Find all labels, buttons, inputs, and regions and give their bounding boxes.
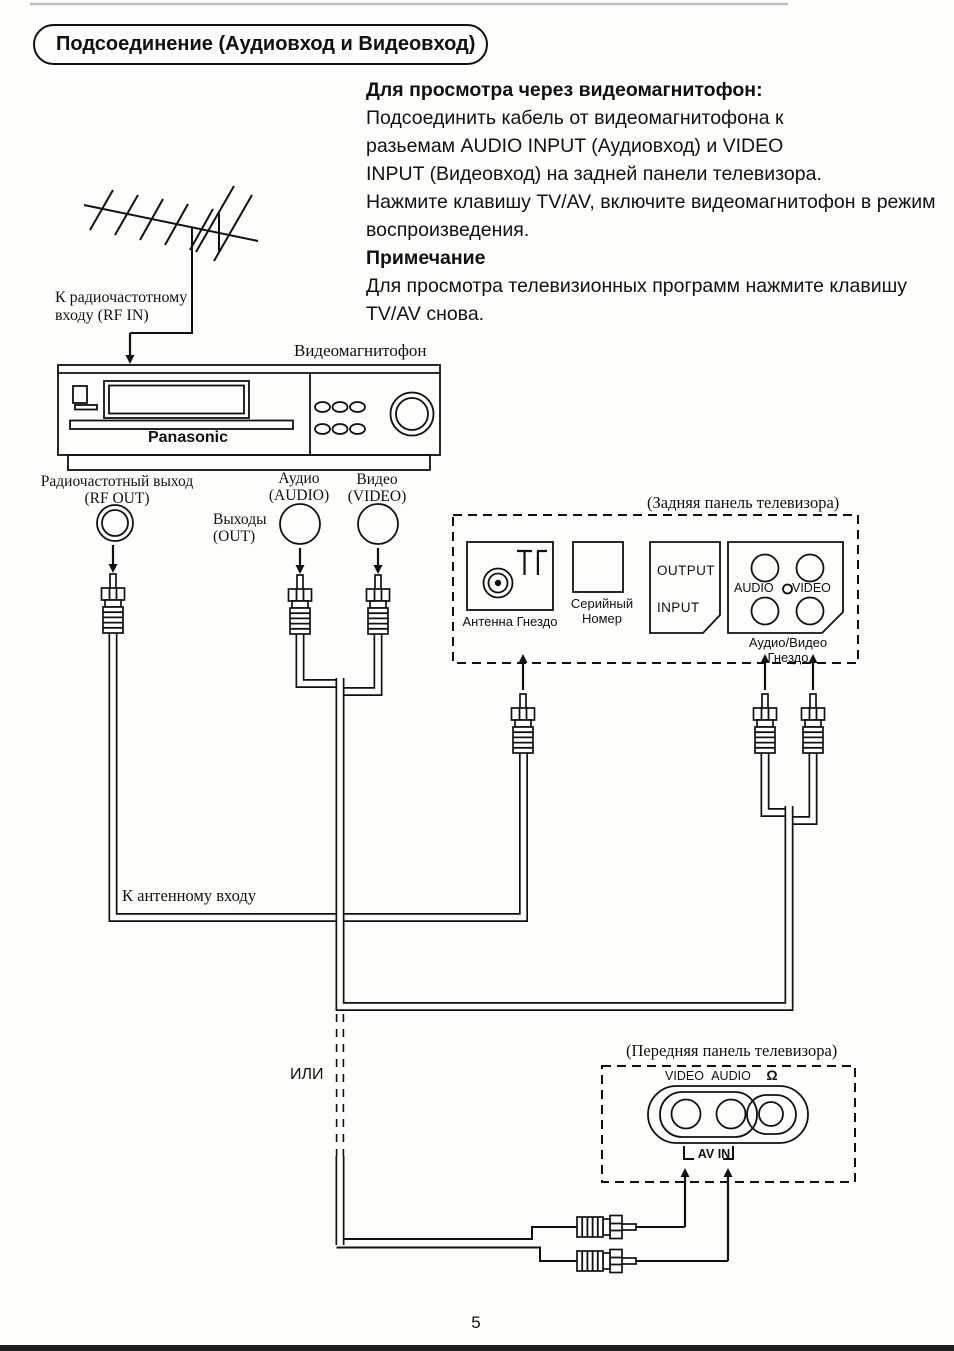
- cassette-slot: [103, 380, 250, 419]
- rear-panel-caption: (Задняя панель телевизора): [647, 493, 840, 512]
- rear-plug-arrows: [518, 654, 818, 690]
- page-number: 5: [471, 1313, 481, 1332]
- video-out-label: Видео (VIDEO): [347, 471, 407, 506]
- antenna-input-label: К антенному входу: [122, 886, 257, 905]
- antenna-to-vcr-arrow: [125, 333, 135, 364]
- instructions-heading: Для просмотра через видеомагнитофон:: [366, 79, 763, 101]
- instructions-body: Подсоединить кабель от видеомагнитофона …: [366, 107, 936, 241]
- front-headphone-jack: [758, 1101, 784, 1127]
- video-plug-icon: [365, 574, 391, 635]
- output-input-panel: [649, 541, 721, 634]
- front-audio-jack: [715, 1098, 747, 1130]
- or-cable: [335, 1014, 728, 1262]
- or-label: ИЛИ: [290, 1066, 324, 1083]
- front-panel-outline: [601, 1065, 856, 1183]
- rf-out-label: Радиочастотный выход (RF OUT): [40, 473, 194, 508]
- video-jack-label: VIDEO: [792, 581, 831, 595]
- rear-panel-outline: [452, 514, 859, 664]
- note-body: Для просмотра телевизионных программ наж…: [366, 275, 908, 325]
- serial-number-label: Серийный Номер: [570, 596, 634, 626]
- note-heading: Примечание: [366, 247, 486, 269]
- vcr-buttons: [314, 401, 366, 435]
- front-audio-label: AUDIO: [711, 1069, 751, 1083]
- video-out-jack: [357, 503, 399, 545]
- front-audio-plug-icon: [576, 1248, 637, 1274]
- front-panel-caption: (Передняя панель телевизора): [626, 1041, 838, 1060]
- antenna-icon: [83, 185, 259, 334]
- rf-in-label: К радиочастотному входу (RF IN): [55, 289, 188, 324]
- front-video-jack: [670, 1098, 702, 1130]
- instructions-block: Для просмотра через видеомагнитофон: Под…: [366, 76, 944, 328]
- antenna-plug-icon: [510, 693, 536, 754]
- av-in-label: AV IN: [697, 1147, 731, 1161]
- rf-plug-icon: [100, 573, 126, 634]
- vcr-label: Видеомагнитофон: [294, 341, 427, 360]
- headphone-jack-label: Ω: [766, 1067, 778, 1083]
- power-button-icon: [72, 385, 88, 404]
- audio-plug-icon: [287, 574, 313, 635]
- jack-arrows: [108, 545, 383, 574]
- audio-out-label: Аудио (AUDIO): [268, 470, 330, 505]
- antenna-jack-label: Антенна Гнездо: [462, 614, 558, 629]
- coax-jack-icon: [482, 567, 514, 599]
- front-panel-arrows: [680, 1168, 733, 1261]
- out-label: Выходы (OUT): [213, 511, 267, 546]
- antenna-symbol-icon: [517, 549, 547, 575]
- rear-audio-plug-icon: [752, 693, 778, 754]
- rear-video-plug-icon: [800, 693, 826, 754]
- front-video-label: VIDEO: [665, 1069, 704, 1083]
- av-jack-panel: [727, 541, 844, 634]
- av-cable: [295, 628, 818, 1011]
- output-label: OUTPUT: [657, 563, 715, 578]
- av-jack-label: Аудио/Видео Гнездо: [748, 635, 828, 665]
- front-video-plug-icon: [576, 1214, 637, 1240]
- serial-number-box: [572, 541, 624, 593]
- bracket-right: [723, 1146, 734, 1160]
- vcr-illustration: [57, 364, 441, 471]
- input-label: INPUT: [657, 600, 700, 615]
- audio-jack-label: AUDIO: [734, 581, 774, 595]
- audio-out-jack: [279, 503, 321, 545]
- jog-dial-icon: [389, 391, 435, 437]
- antenna-jack-box: [466, 541, 554, 611]
- section-title: Подсоединение (Аудиовход и Видеовход): [33, 24, 488, 65]
- brand-label: Panasonic: [147, 429, 229, 446]
- rf-out-jack: [96, 504, 134, 542]
- bracket-left: [683, 1146, 694, 1160]
- rf-cable: [108, 628, 528, 922]
- scan-artifact-bottom: [0, 1345, 954, 1351]
